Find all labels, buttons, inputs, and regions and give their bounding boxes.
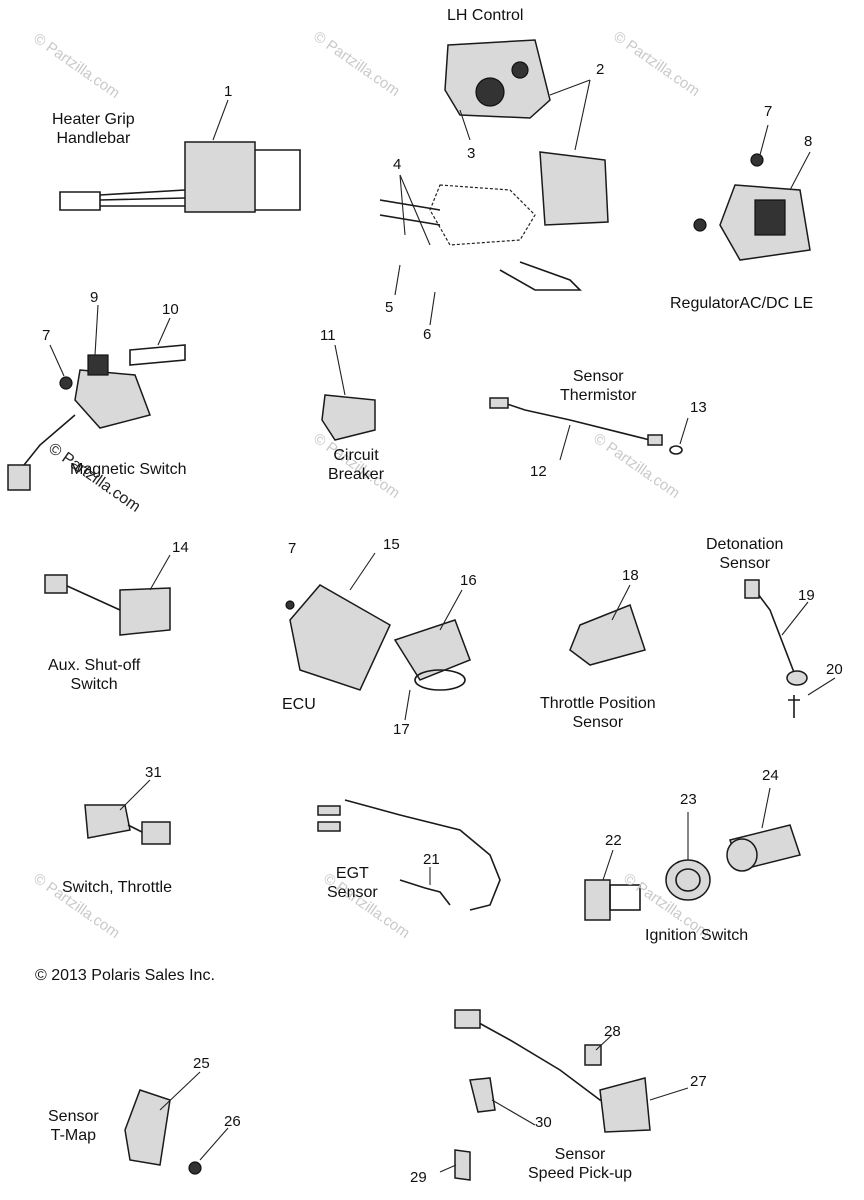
callout-8: 8 (804, 133, 813, 150)
callout-23: 23 (680, 791, 697, 808)
callout-2: 2 (596, 61, 605, 78)
aux-shutoff-part (44, 554, 171, 636)
callout-7: 7 (764, 103, 773, 120)
callout-4: 4 (393, 156, 402, 173)
callout-17: 17 (393, 721, 410, 738)
throttle-position-part (569, 584, 646, 666)
callout-29: 29 (410, 1169, 427, 1186)
callout-20: 20 (826, 661, 843, 678)
title-magnetic-switch: Magnetic Switch (70, 461, 187, 478)
title-throttle-position: Throttle Position Sensor (540, 695, 656, 731)
callout-24: 24 (762, 767, 779, 784)
callout-30: 30 (535, 1114, 552, 1131)
thermistor-part (489, 397, 689, 461)
title-speed-pickup: Sensor Speed Pick-up (528, 1146, 633, 1182)
callout-10: 10 (162, 301, 179, 318)
callout-3: 3 (467, 145, 476, 162)
title-switch-throttle: Switch, Throttle (62, 879, 172, 896)
callout-12: 12 (530, 463, 547, 480)
title-egt-sensor: EGT Sensor (327, 865, 378, 901)
callout-25: 25 (193, 1055, 210, 1072)
title-detonation: Detonation Sensor (706, 536, 784, 572)
circuit-breaker-part (321, 344, 376, 441)
callout-13: 13 (690, 399, 707, 416)
callout-6: 6 (423, 326, 432, 343)
handlebar-block-part (379, 151, 609, 326)
regulator-part (693, 124, 811, 261)
switch-throttle-part (84, 779, 171, 845)
callout-28: 28 (604, 1023, 621, 1040)
callout-18: 18 (622, 567, 639, 584)
title-ecu: ECU (282, 696, 316, 713)
callout-16: 16 (460, 572, 477, 589)
callout-7: 7 (288, 540, 297, 557)
heater-grip-part (59, 99, 301, 213)
title-sensor-tmap: Sensor T-Map (48, 1108, 99, 1144)
callout-22: 22 (605, 832, 622, 849)
callout-26: 26 (224, 1113, 241, 1130)
title-circuit-breaker: Circuit Breaker (328, 447, 385, 483)
ignition-switch-part (584, 787, 801, 921)
callout-7: 7 (42, 327, 51, 344)
speed-pickup-part (439, 1009, 689, 1181)
callout-15: 15 (383, 536, 400, 553)
title-heater-grip: Heater Grip Handlebar (52, 111, 135, 147)
callout-9: 9 (90, 289, 99, 306)
lh-control-part (444, 39, 591, 151)
magnetic-switch-part (7, 304, 186, 491)
title-sensor-thermistor: Sensor Thermistor (560, 368, 637, 404)
callout-19: 19 (798, 587, 815, 604)
title-ignition-switch: Ignition Switch (645, 927, 749, 944)
callout-1: 1 (224, 83, 233, 100)
title-regulator: RegulatorAC/DC LE (670, 295, 814, 312)
callout-5: 5 (385, 299, 394, 316)
callout-27: 27 (690, 1073, 707, 1090)
detonation-part (744, 579, 836, 718)
callout-14: 14 (172, 539, 189, 556)
callout-11: 11 (320, 327, 336, 344)
title-aux-shutoff: Aux. Shut-off Switch (48, 657, 141, 693)
callout-31: 31 (145, 764, 162, 781)
title-lh-control: LH Control (447, 7, 524, 24)
ecu-part (285, 552, 471, 721)
callout-21: 21 (423, 851, 440, 868)
tmap-part (124, 1071, 229, 1175)
egt-sensor-part (317, 799, 501, 911)
copyright-text: © 2013 Polaris Sales Inc. (35, 967, 215, 984)
